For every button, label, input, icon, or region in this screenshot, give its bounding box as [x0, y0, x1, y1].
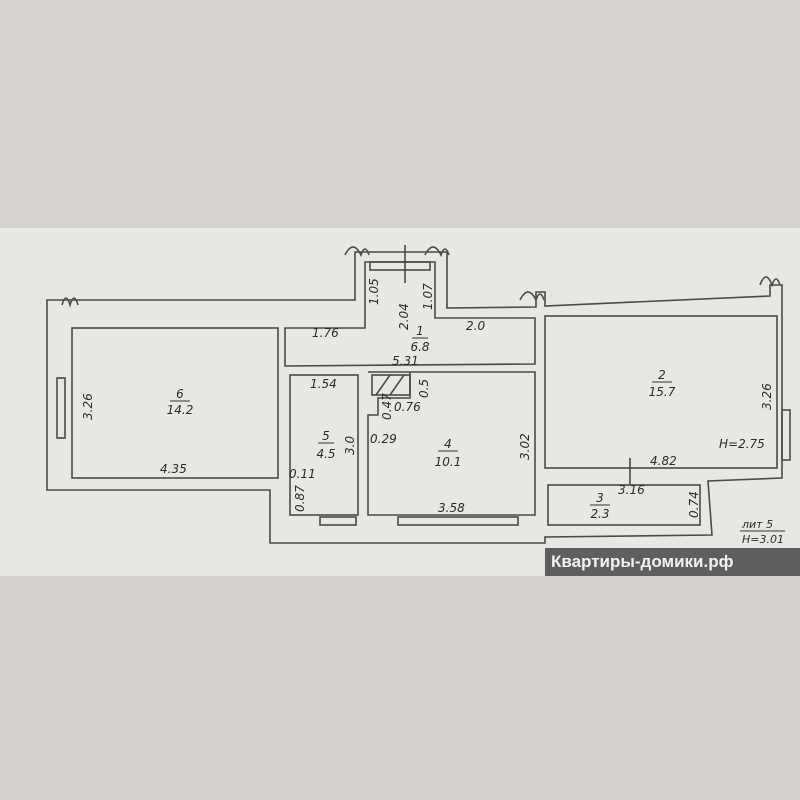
ventilation-shaft [371, 374, 411, 396]
room-label-5: 54.5 [316, 429, 335, 461]
dim-3-16: 3.16 [618, 483, 645, 497]
lit-label: лит 5 [741, 518, 773, 531]
dim-1-07: 1.07 [421, 283, 435, 310]
paper-sheet [0, 228, 800, 576]
windows [56, 245, 791, 526]
wall-break-marks [61, 246, 781, 308]
dim-0-47: 0.47 [380, 393, 394, 420]
room-area: 4.5 [316, 447, 335, 461]
dim-4-82: 4.82 [650, 454, 677, 468]
dim-2-04: 2.04 [397, 303, 411, 330]
dim-0-5: 0.5 [417, 379, 431, 398]
dim-1-05: 1.05 [367, 278, 381, 305]
dim-5-31: 5.31 [392, 354, 419, 368]
room-number: 2 [658, 368, 666, 382]
watermark: Квартиры-домики.рф [545, 548, 800, 576]
room-area: 2.3 [590, 507, 609, 521]
ceiling-height: H=2.75 [719, 437, 765, 451]
dim-3-0: 3.0 [343, 436, 357, 455]
dim-3-26-left: 3.26 [81, 393, 95, 420]
dim-0-87: 0.87 [293, 485, 307, 512]
dim-3-02: 3.02 [518, 433, 532, 460]
dim-3-26-right: 3.26 [760, 383, 774, 410]
room-area: 6.8 [410, 340, 429, 354]
room-1 [284, 261, 536, 367]
room-label-6: 614.2 [167, 387, 194, 417]
lit-height: H=3.01 [742, 533, 784, 546]
dim-0-76: 0.76 [394, 400, 421, 414]
room-label-4: 410.1 [435, 437, 462, 469]
room-2 [544, 315, 778, 469]
dim-4-35: 4.35 [160, 462, 187, 476]
dim-0-11: 0.11 [289, 467, 316, 481]
room-label-2: 215.7 [649, 368, 676, 399]
room-label-1: 16.8 [410, 324, 429, 354]
room-3 [547, 484, 701, 526]
room-label-3: 32.3 [590, 491, 610, 521]
room-6 [71, 327, 279, 479]
room-number: 6 [176, 387, 184, 401]
dim-2-0: 2.0 [466, 319, 485, 333]
room-5 [289, 374, 359, 516]
dim-1-54: 1.54 [310, 377, 337, 391]
dim-3-58: 3.58 [438, 501, 465, 515]
dim-0-74: 0.74 [687, 491, 701, 518]
room-area: 10.1 [435, 455, 462, 469]
room-4 [367, 371, 536, 516]
dim-1-76: 1.76 [312, 326, 339, 340]
background-top [0, 0, 800, 228]
room-number: 4 [444, 437, 452, 451]
room-number: 1 [416, 324, 424, 338]
outer-wall [46, 251, 783, 544]
room-number: 3 [596, 491, 604, 505]
dim-0-29: 0.29 [370, 432, 397, 446]
room-area: 15.7 [649, 385, 676, 399]
room-area: 14.2 [167, 403, 194, 417]
background-bottom [0, 576, 800, 800]
room-number: 5 [322, 429, 330, 443]
